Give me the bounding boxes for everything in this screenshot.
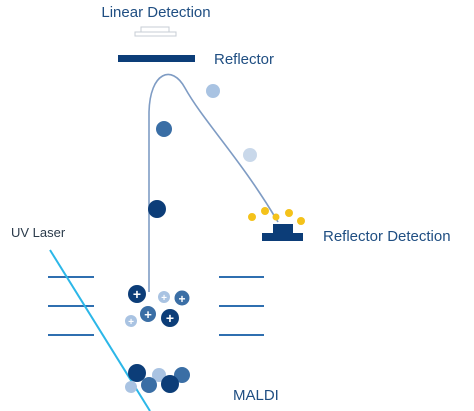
linear-detector-top: [140, 26, 170, 33]
ion-plus-sign: +: [144, 307, 152, 322]
sparkle-dot: [285, 209, 293, 217]
ion-plus: +: [161, 309, 179, 327]
ion-plus: +: [140, 306, 156, 322]
ion-plus-sign: +: [128, 317, 134, 328]
sample-molecule: [141, 377, 157, 393]
sample-molecule: [125, 381, 137, 393]
reflector-detector: [262, 224, 303, 241]
ion-plus: +: [125, 315, 137, 328]
ion-medium: [156, 121, 172, 137]
sample-molecule: [161, 375, 179, 393]
sample-molecule: [128, 364, 146, 382]
reflector-detector-top: [273, 224, 293, 233]
maldi-label: MALDI: [233, 387, 279, 404]
sample-molecule: [152, 368, 166, 382]
ion-plus-sign: +: [166, 310, 174, 326]
maldi-sample-cluster: [125, 364, 190, 393]
ion-flight-path: [148, 73, 279, 292]
sparkle-dot: [297, 217, 305, 225]
reflector-label: Reflector: [214, 51, 274, 68]
ion-plus: +: [158, 291, 170, 304]
ion-plus: +: [174, 290, 190, 306]
sample-molecule: [174, 367, 190, 383]
ion-heavy: [148, 200, 166, 218]
acceleration-plates: [48, 276, 264, 336]
reflector-bar: [118, 55, 195, 62]
linear-detection-label: Linear Detection: [101, 4, 210, 21]
detection-sparkles: [248, 207, 305, 225]
linear-detector-base: [134, 31, 177, 37]
linear-detector: [134, 26, 177, 37]
sparkle-dot: [272, 213, 280, 221]
ion-light: [206, 84, 220, 98]
reflector-detector-base: [262, 233, 303, 241]
ion-cluster: + + + + + +: [125, 285, 190, 328]
sparkle-dot: [248, 213, 256, 221]
uv-laser-label: UV Laser: [11, 225, 66, 240]
ion-plus-sign: +: [178, 292, 185, 306]
ion-plus: +: [128, 285, 146, 303]
sparkle-dot: [261, 207, 269, 215]
ion-plus-sign: +: [133, 286, 141, 302]
reflector-detection-label: Reflector Detection: [323, 228, 451, 245]
ion-pale: [243, 148, 257, 162]
ion-plus-sign: +: [161, 293, 167, 304]
